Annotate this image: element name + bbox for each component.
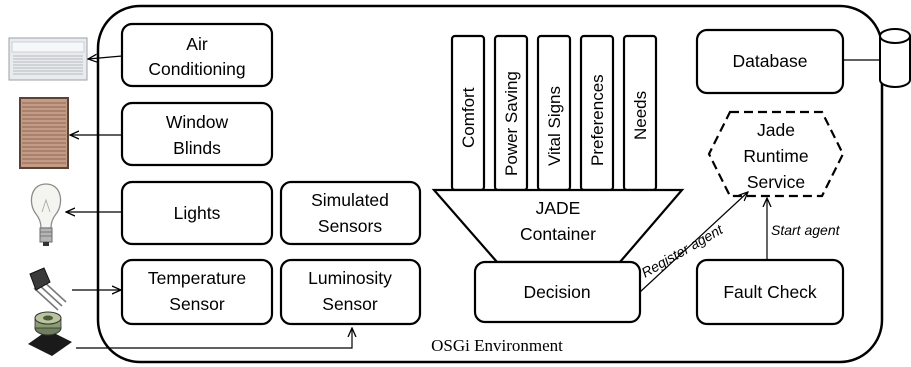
luminosity-sensor-label-1: Luminosity (308, 268, 392, 288)
lights-box (120, 180, 274, 246)
luminosity-sensor-input-arrow (76, 328, 352, 349)
luminosity-sensor-icon (28, 311, 72, 356)
agent-label-vital-signs: Vital Signs (545, 86, 564, 166)
temperature-sensor-box (120, 258, 274, 326)
window-blinds-label-2: Blinds (173, 138, 221, 158)
jade-container-label-1: JADE (536, 198, 581, 218)
agent-label-power-saving: Power Saving (502, 71, 521, 176)
runtime-label-2: Runtime (743, 146, 808, 166)
air-conditioning-label-1: Air (186, 34, 208, 54)
register-agent-arrow (639, 192, 748, 293)
fault-check-label: Fault Check (723, 282, 817, 302)
simulated-sensors-box (279, 180, 422, 246)
luminosity-sensor-box (279, 258, 422, 326)
decision-label: Decision (523, 282, 590, 302)
agent-label-comfort: Comfort (459, 87, 478, 148)
air-conditioning-box (120, 22, 274, 88)
air-conditioner-icon (8, 37, 88, 81)
jade-container-label-2: Container (520, 224, 596, 244)
luminosity-sensor-label-2: Sensor (322, 294, 378, 314)
light-bulb-icon (30, 183, 62, 246)
lights-label: Lights (174, 203, 221, 223)
simulated-sensors-label-1: Simulated (311, 190, 389, 210)
agent-columns: Comfort Power Saving Vital Signs Prefere… (450, 34, 658, 192)
window-blinds-box (120, 101, 274, 167)
temperature-sensor-label-1: Temperature (148, 268, 246, 288)
fault-check-box (695, 258, 845, 326)
agent-label-preferences: Preferences (588, 74, 607, 166)
window-blinds-label-1: Window (166, 112, 229, 132)
runtime-label-1: Jade (757, 120, 795, 140)
runtime-label-3: Service (747, 172, 805, 192)
air-conditioning-arrow (88, 56, 123, 59)
window-blinds-icon (19, 97, 69, 169)
simulated-sensors-label-2: Sensors (318, 216, 382, 236)
temperature-sensor-label-2: Sensor (169, 294, 225, 314)
osgi-environment-label: OSGi Environment (431, 336, 563, 355)
jade-runtime-service-hexagon (707, 110, 845, 198)
air-conditioning-label-2: Conditioning (148, 59, 245, 79)
agent-label-needs: Needs (631, 91, 650, 140)
database-box (695, 28, 845, 95)
database-label: Database (733, 51, 808, 71)
temperature-sensor-icon (29, 267, 67, 311)
database-icon (879, 28, 911, 88)
start-agent-label: Start agent (771, 222, 841, 238)
